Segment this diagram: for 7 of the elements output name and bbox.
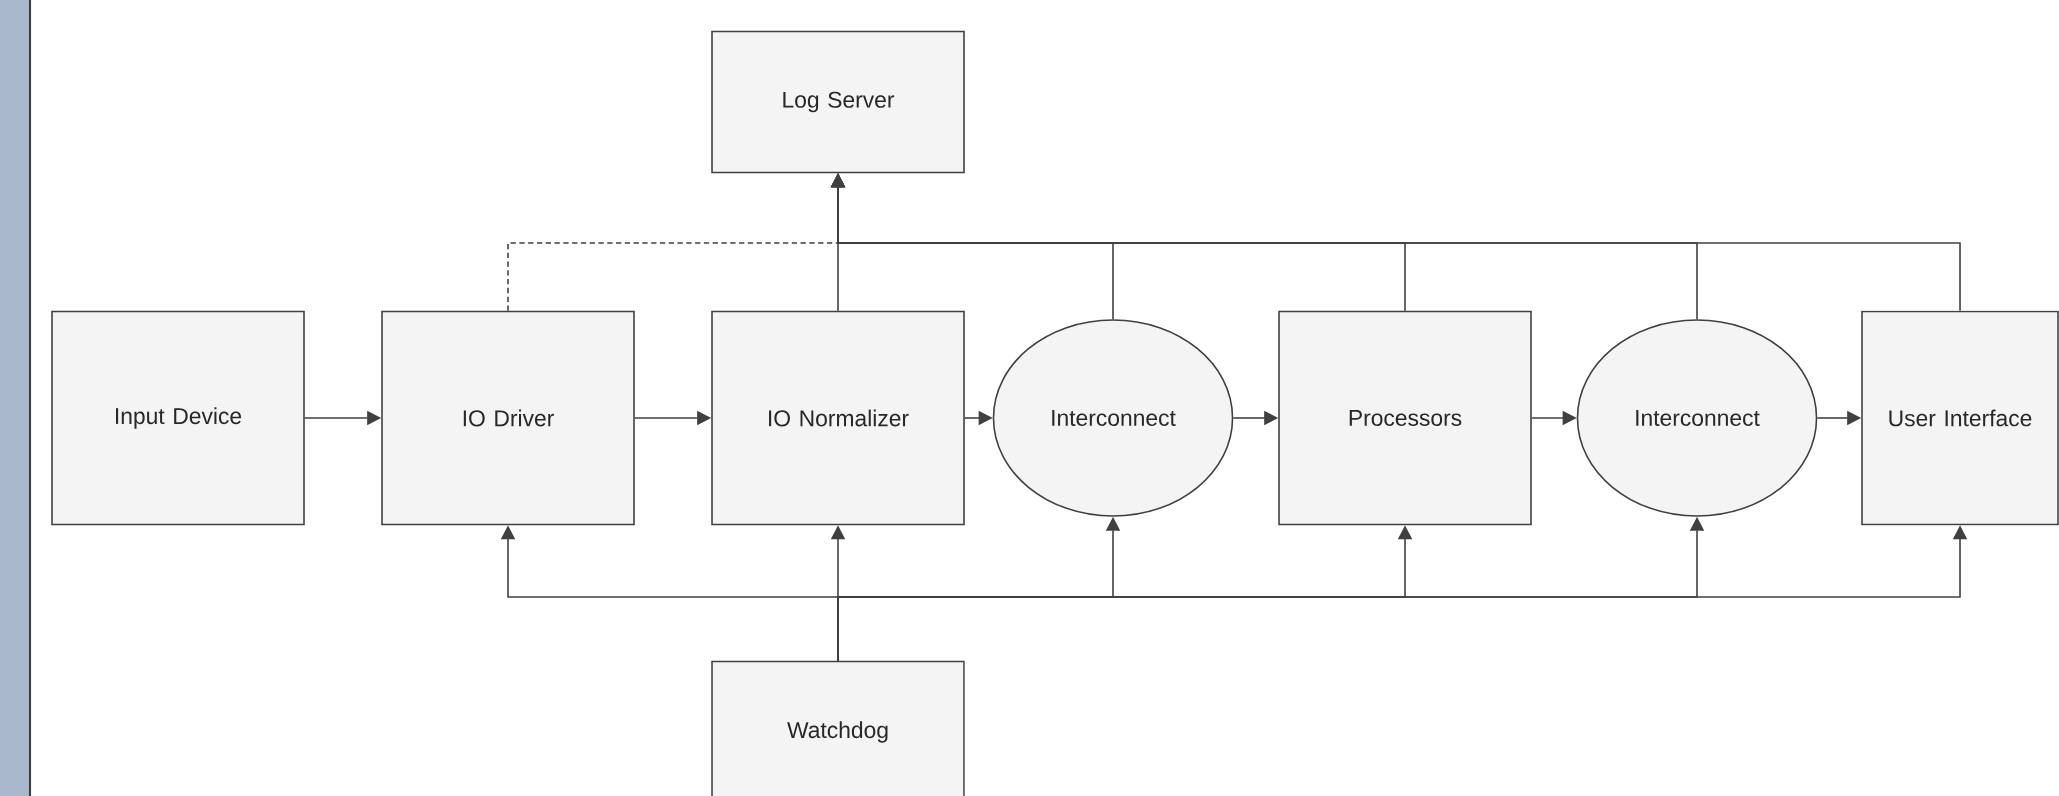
process-box: IO Driver [381,310,635,526]
process-box: User Interface [1861,310,2059,526]
process-box: Watchdog [711,660,965,796]
process-box: IO Normalizer [711,310,965,526]
process-box: Processors [1278,310,1532,526]
process-box: Input Device [51,310,305,526]
process-box: Log Server [711,30,965,174]
